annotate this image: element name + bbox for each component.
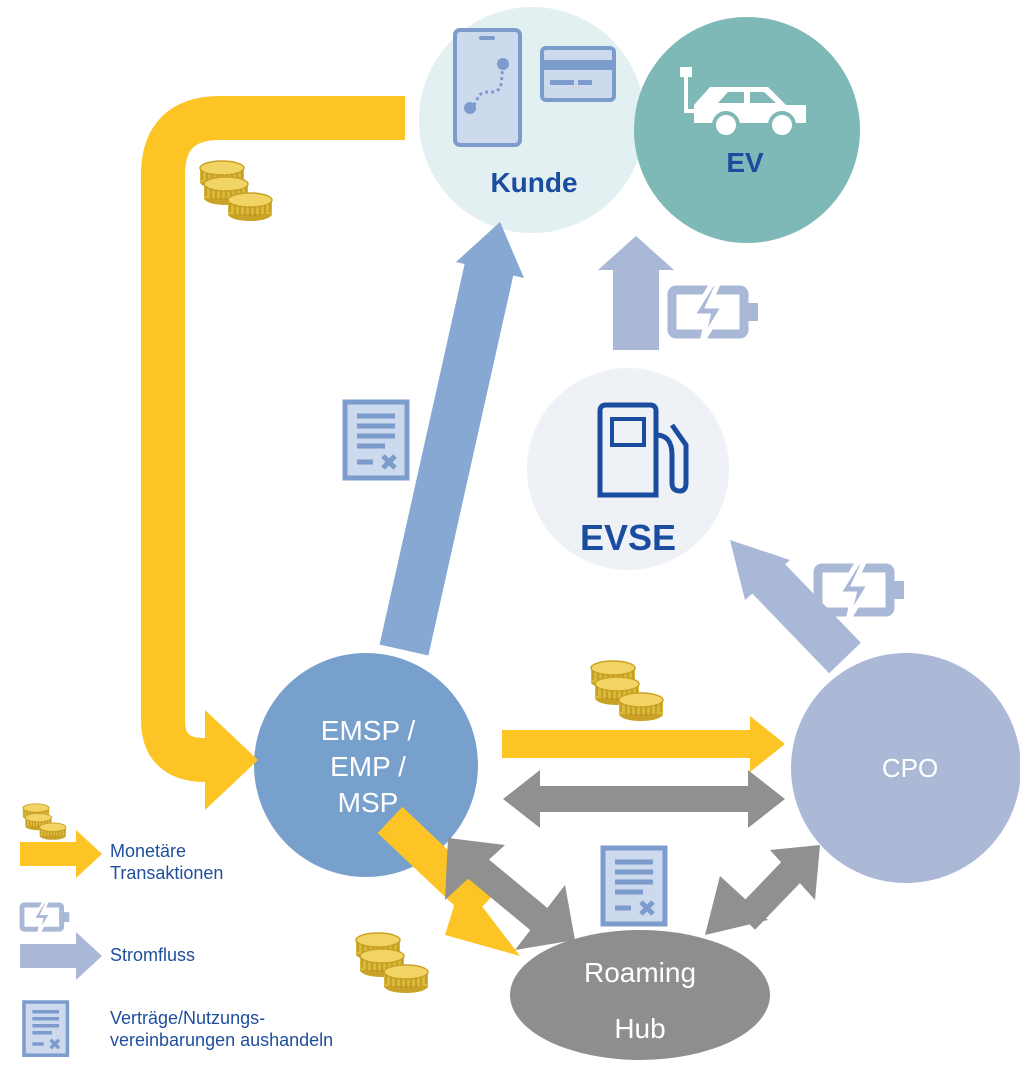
- emsp-label-line-3: MSP: [338, 787, 399, 818]
- car-icon: [680, 67, 806, 139]
- emsp-node: [254, 653, 478, 877]
- cpo-node: [791, 653, 1020, 883]
- coins-icon: [356, 933, 428, 993]
- credit-card-icon: [540, 46, 616, 102]
- legend-contracts: Verträge/Nutzungs- vereinbarungen aushan…: [110, 1007, 333, 1051]
- fuel-pump-icon: [597, 402, 689, 498]
- emsp-label-line-2: EMP /: [330, 751, 406, 782]
- emsp-label-line-1: EMSP /: [321, 715, 416, 746]
- coins-icon: [23, 804, 66, 840]
- kunde-label: Kunde: [490, 167, 577, 198]
- roaming-hub-label-line-1: Roaming: [584, 957, 696, 988]
- data-arrow-emsp-cpo: [503, 770, 785, 828]
- money-arrow-kunde-to-emsp: [141, 96, 405, 782]
- money-arrow-emsp-to-cpo: [502, 730, 752, 758]
- legend-contracts-line-1: Verträge/Nutzungs-: [110, 1008, 266, 1028]
- ev-node: [634, 17, 860, 243]
- cpo-label: CPO: [882, 753, 938, 783]
- contract-document-icon: [22, 1000, 70, 1057]
- evse-node: [527, 368, 729, 570]
- contract-document-icon: [345, 402, 407, 478]
- legend-power-arrow: [20, 932, 102, 980]
- legend-monetary-line-1: Monetäre: [110, 841, 187, 861]
- kunde-node: [419, 7, 645, 233]
- legend-power-label: Stromfluss: [110, 945, 196, 965]
- ev-label: EV: [726, 147, 764, 178]
- legend-money-arrow: [20, 830, 102, 878]
- legend-contracts-line-2: vereinbarungen aushandeln: [110, 1030, 334, 1050]
- battery-icon: [818, 562, 904, 620]
- money-arrow-emsp-to-hub: [377, 806, 520, 956]
- smartphone-map-icon: [453, 28, 522, 147]
- coins-icon: [200, 161, 272, 221]
- roaming-hub-label-line-2: Hub: [614, 1013, 665, 1044]
- coins-icon: [591, 661, 663, 721]
- money-arrow-emsp-to-cpo-head: [750, 716, 785, 772]
- legend-power: Stromfluss: [110, 944, 195, 966]
- legend-monetary: Monetäre Transaktionen: [110, 840, 223, 884]
- battery-icon: [22, 902, 69, 934]
- contract-document-icon: [603, 848, 665, 924]
- money-arrow-kunde-to-emsp-head: [205, 710, 258, 810]
- contract-arrow-emsp-to-kunde: [379, 222, 524, 656]
- roaming-hub-node: [510, 930, 770, 1060]
- data-arrow-cpo-hub: [705, 845, 820, 935]
- data-arrow-emsp-hub: [445, 838, 575, 950]
- legend-monetary-line-2: Transaktionen: [110, 863, 224, 883]
- battery-icon: [672, 284, 758, 342]
- power-arrow-cpo-to-evse: [730, 540, 861, 674]
- evse-label: EVSE: [580, 517, 676, 558]
- power-arrow-evse-to-ev: [598, 236, 674, 350]
